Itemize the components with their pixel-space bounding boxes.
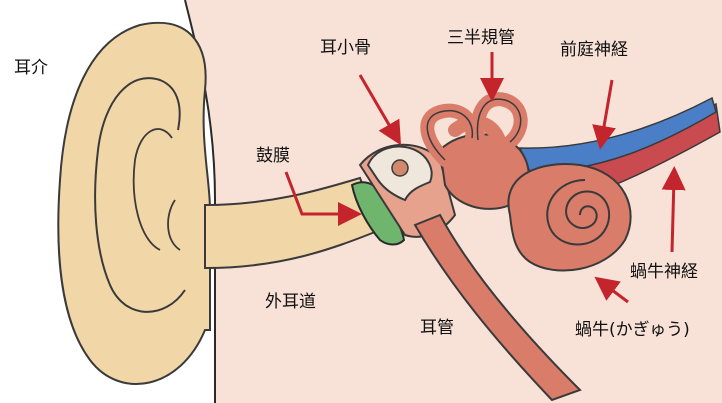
vestibular-nerve-label: 前庭神経 [560, 42, 628, 59]
ossicle-detail [392, 160, 408, 176]
ossicles-label: 耳小骨 [320, 40, 371, 57]
cochlear-nerve-arrow [672, 178, 674, 252]
eustachian-tube-label: 耳管 [420, 320, 454, 337]
auricle-shape [58, 23, 210, 384]
auricle-label: 耳介 [14, 60, 48, 77]
eardrum-label: 鼓膜 [256, 148, 290, 165]
ear-canal-label: 外耳道 [265, 294, 316, 311]
semicircular-canals-label: 三半規管 [447, 30, 515, 47]
cochlea-shape [508, 164, 630, 270]
cochlear-nerve-label: 蝸牛神経 [630, 264, 698, 281]
cochlea-label: 蝸牛(かぎゅう) [575, 322, 690, 339]
